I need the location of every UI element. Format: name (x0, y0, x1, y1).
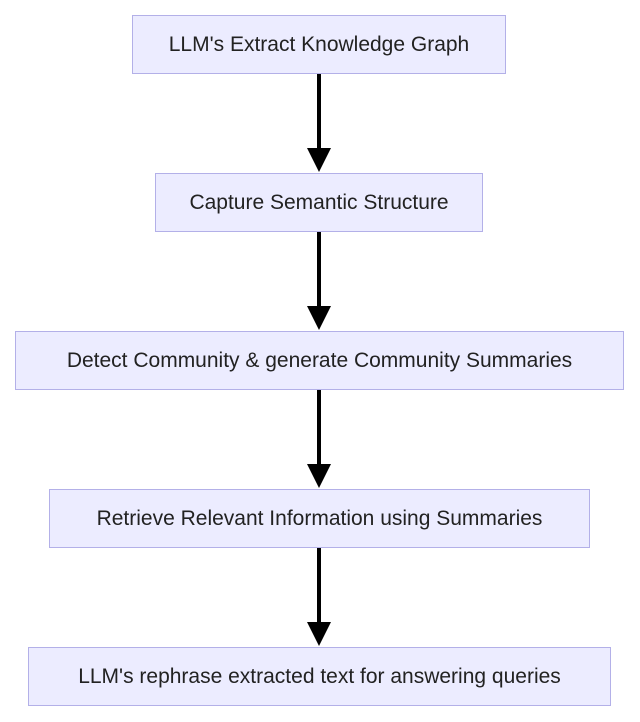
node-retrieve-relevant-information: Retrieve Relevant Information using Summ… (49, 489, 590, 548)
node-extract-knowledge-graph: LLM's Extract Knowledge Graph (132, 15, 506, 74)
edge-n1-n2 (307, 74, 331, 172)
node-capture-semantic-structure: Capture Semantic Structure (155, 173, 483, 232)
edge-n2-n3 (307, 232, 331, 330)
node-label: LLM's Extract Knowledge Graph (168, 32, 470, 56)
node-label: Retrieve Relevant Information using Summ… (96, 506, 543, 530)
node-rephrase-extracted-text: LLM's rephrase extracted text for answer… (28, 647, 611, 706)
edge-n4-n5 (307, 548, 331, 646)
node-label: Capture Semantic Structure (189, 190, 449, 214)
edge-n3-n4 (307, 390, 331, 488)
node-label: Detect Community & generate Community Su… (66, 348, 573, 372)
node-detect-community: Detect Community & generate Community Su… (15, 331, 624, 390)
node-label: LLM's rephrase extracted text for answer… (78, 664, 561, 688)
